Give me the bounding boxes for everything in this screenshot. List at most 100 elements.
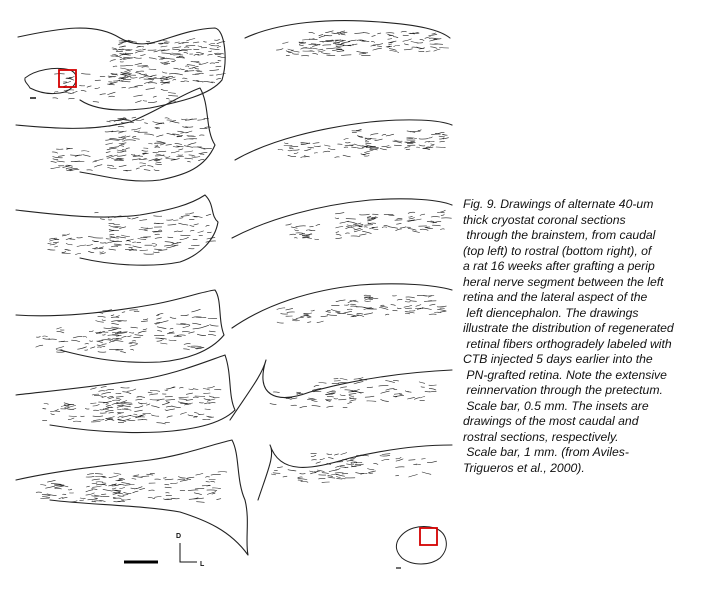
fiber-stroke — [180, 403, 191, 405]
fiber-stroke — [91, 482, 98, 485]
fiber-stroke — [54, 245, 58, 248]
fiber-stroke — [371, 216, 377, 218]
fiber-stroke — [424, 36, 431, 39]
fiber-stroke — [189, 225, 195, 227]
fiber-stroke — [207, 416, 214, 418]
fiber-stroke — [154, 154, 165, 157]
fiber-stroke — [398, 393, 403, 395]
fiber-stroke — [400, 31, 407, 33]
fiber-stroke — [345, 226, 352, 229]
fiber-stroke — [192, 327, 202, 330]
caption-line: reinnervation through the pretectum. — [463, 383, 663, 397]
fiber-stroke — [133, 413, 138, 416]
fiber-stroke — [147, 391, 153, 394]
fiber-stroke — [184, 150, 194, 153]
fiber-stroke — [366, 386, 373, 388]
fiber-stroke — [135, 49, 142, 52]
fiber-stroke — [101, 484, 107, 486]
fiber-stroke — [95, 331, 101, 334]
fiber-stroke — [134, 62, 142, 66]
fiber-stroke — [162, 75, 170, 78]
fiber-stroke — [171, 52, 181, 55]
fiber-stroke — [377, 32, 382, 35]
fiber-stroke — [290, 397, 298, 400]
fiber-stroke — [198, 413, 205, 415]
fiber-stroke — [308, 32, 315, 34]
fiber-stroke — [177, 230, 184, 232]
fiber-stroke — [335, 231, 339, 233]
fiber-stroke — [392, 36, 399, 38]
fiber-stroke — [117, 158, 125, 160]
fiber-stroke — [216, 41, 226, 44]
fiber-stroke — [174, 41, 180, 44]
fiber-stroke — [379, 305, 388, 308]
fiber-stroke — [86, 85, 92, 88]
fiber-stroke — [332, 48, 341, 51]
fiber-stroke — [127, 419, 136, 421]
fiber-stroke — [164, 478, 174, 481]
fiber-stroke — [62, 497, 68, 499]
fiber-stroke — [302, 47, 312, 49]
fiber-stroke — [168, 95, 179, 97]
fiber-stroke — [188, 497, 199, 500]
fiber-stroke — [140, 227, 149, 229]
fiber-stroke — [429, 391, 437, 393]
fiber-stroke — [184, 145, 193, 148]
fiber-stroke — [157, 249, 168, 252]
fiber-stroke — [56, 331, 65, 334]
fiber-stroke — [121, 139, 126, 142]
fiber-stroke — [168, 92, 176, 94]
fiber-stroke — [390, 304, 396, 306]
fiber-stroke — [94, 158, 104, 162]
fiber-stroke — [70, 160, 80, 162]
fiber-stroke — [115, 315, 120, 317]
fiber-stroke — [143, 152, 149, 155]
fiber-stroke — [164, 241, 175, 244]
fiber-stroke — [326, 400, 331, 402]
fiber-stroke — [176, 145, 184, 148]
fiber-stroke — [176, 135, 183, 137]
fiber-stroke — [100, 386, 107, 388]
fiber-stroke — [197, 230, 204, 233]
fiber-stroke — [324, 34, 333, 37]
fiber-stroke — [343, 138, 349, 140]
fiber-stroke — [154, 222, 164, 224]
fiber-stroke — [110, 139, 120, 141]
fiber-stroke — [104, 130, 114, 133]
fiber-stroke — [309, 470, 314, 473]
fiber-stroke — [325, 39, 334, 41]
fiber-stroke — [421, 307, 432, 310]
fiber-stroke — [380, 390, 390, 394]
fiber-stroke — [381, 134, 387, 136]
fiber-stroke — [94, 87, 100, 89]
fiber-stroke — [207, 491, 217, 495]
fiber-stroke — [118, 164, 127, 167]
fiber-stroke — [162, 40, 168, 42]
fiber-stroke — [65, 237, 72, 240]
fiber-stroke — [325, 30, 334, 33]
fiber-stroke — [156, 134, 164, 138]
fiber-stroke — [116, 405, 124, 408]
fiber-stroke — [404, 43, 409, 46]
fiber-stroke — [179, 237, 189, 240]
fiber-stroke — [154, 248, 163, 251]
fiber-stroke — [160, 89, 168, 92]
fiber-stroke — [184, 80, 189, 82]
fiber-stroke — [193, 223, 199, 226]
fiber-stroke — [352, 315, 360, 317]
fiber-stroke — [418, 381, 425, 384]
fiber-stroke — [65, 167, 73, 169]
fiber-stroke — [353, 461, 358, 464]
fiber-stroke — [403, 305, 413, 308]
fiber-stroke — [161, 61, 170, 64]
rostral-inset — [395, 526, 447, 569]
fiber-stroke — [120, 400, 128, 403]
fiber-stroke — [117, 126, 125, 128]
fiber-stroke — [121, 45, 126, 48]
fiber-stroke — [339, 378, 348, 381]
fiber-stroke — [205, 224, 210, 227]
fiber-stroke — [387, 34, 394, 36]
fiber-stroke — [364, 137, 369, 140]
fiber-stroke — [138, 229, 148, 232]
fiber-stroke — [108, 475, 119, 478]
